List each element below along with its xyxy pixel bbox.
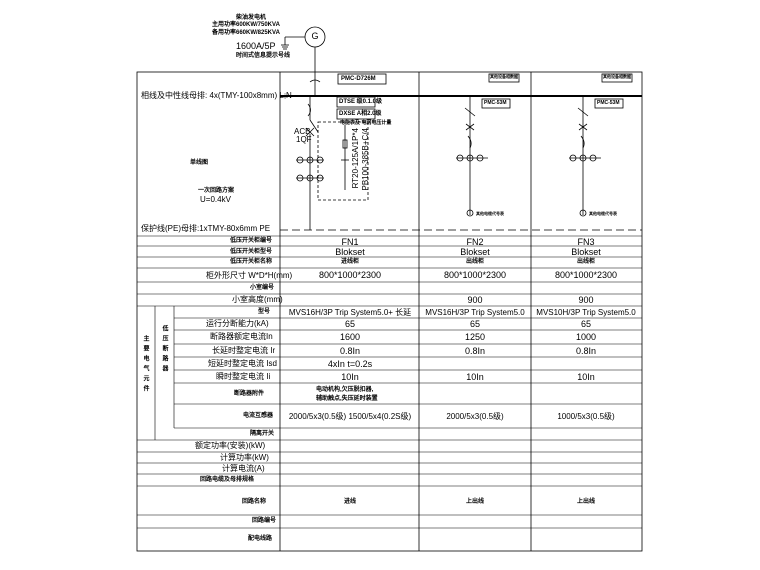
breaker-row-rated: 断路器额定电流In	[210, 332, 273, 341]
row-label-name: 低压开关柜名称	[230, 259, 273, 265]
pb-surge-label: PB100-385B+C/4	[361, 128, 370, 191]
fn3-cable-note: 其他电缆代号表	[589, 211, 617, 216]
fn3-ii: 10In	[577, 372, 595, 382]
circuit-no-label: 回路编号	[252, 518, 277, 524]
fn2-id: FN2	[466, 237, 484, 247]
lv-breaker-label: 低压断路器	[161, 325, 167, 375]
fn2-rated: 1250	[464, 332, 486, 342]
acb-label: ACB	[294, 127, 311, 136]
generator-standby-power: 备用功率660KW/825KVA	[212, 30, 280, 36]
fn3-ir: 0.8In	[575, 346, 597, 356]
fn2-size: 800*1000*2300	[443, 270, 507, 280]
fn2-cell-height: 900	[467, 295, 483, 305]
fn2-model: Blokset	[460, 247, 490, 257]
fn1-model: Blokset	[335, 247, 365, 257]
row-label-size: 柜外形尺寸 W*D*H(mm)	[206, 271, 293, 280]
breaker-row-ii: 瞬时整定电流 Ii	[216, 372, 271, 381]
scheme-label: 一次回路方案	[198, 188, 235, 194]
dt-note: 电能表及 电网电压计量	[340, 120, 392, 126]
row-label-id: 低压开关柜编号	[230, 238, 273, 244]
lower-row-calc-power: 计算功率(kW)	[220, 453, 269, 462]
generator-title: 柴油发电机	[236, 15, 267, 21]
fn2-ir: 0.8In	[464, 346, 486, 356]
fn1-size: 800*1000*2300	[318, 270, 382, 280]
accessory-value-2: 辅助触点,失压延时装置	[316, 396, 378, 402]
fn3-cell-height: 900	[578, 295, 594, 305]
pe-busbar-label: 保护线(PE)母排:1xTMY-80x6mm PE	[141, 224, 271, 233]
fn1-isd: 4xIn t=0.2s	[327, 359, 373, 369]
accessory-value-1: 电动机构,欠压脱扣器,	[316, 387, 374, 393]
fn1-capacity: 65	[344, 319, 356, 329]
fn3-name: 出线柜	[576, 259, 596, 265]
dt-label-2: DXSE A相2.0级	[339, 111, 382, 117]
accessory-label: 断路器附件	[234, 391, 265, 397]
busbar-label: 相线及中性线母排: 4x(TMY-100x8mm) L;N	[141, 91, 292, 100]
breaker-row-ir: 长延时整定电流 Ir	[212, 346, 276, 355]
fn1-name: 进线柜	[340, 259, 360, 265]
fn2-breaker-type: MVS16H/3P Trip System5.0	[425, 308, 525, 317]
fn2-tag: 其他设备相数据	[490, 74, 518, 79]
breaker-row-capacity: 运行分断能力(kA)	[206, 319, 269, 328]
generator-main-power: 主用功率600KW/750KVA	[212, 22, 280, 28]
row-label-cell-no: 小室编号	[250, 285, 275, 291]
fn3-tag: 其他设备相数据	[603, 74, 631, 79]
single-line-label: 单线图	[190, 160, 209, 166]
voltage-label: U=0.4kV	[200, 195, 231, 204]
fn1-ir: 0.8In	[339, 346, 361, 356]
breaker-row-type: 型号	[258, 309, 271, 315]
dt-label-1: DTSE 级0.1.0级	[339, 99, 383, 105]
isolator-label: 隔离开关	[250, 431, 275, 437]
fn3-ct: 1000/5x3(0.5级)	[557, 412, 615, 421]
rt-fuse-label: RT20-125A/1P*4	[351, 128, 360, 189]
pmc-tag: PMC-D726M	[341, 76, 376, 82]
lower-row-installed-power: 额定功率(安装)(kW)	[195, 441, 266, 450]
generator-breaker: 1600A/5P	[236, 41, 276, 51]
row-label-model: 低压开关柜型号	[230, 249, 273, 255]
generator-breaker-note: 时间式信息提示号线	[236, 53, 291, 59]
fn1-rated: 1600	[339, 332, 361, 342]
fn3-capacity: 65	[580, 319, 592, 329]
fn2-pmc: PMC-53M	[484, 100, 507, 106]
remark-label: 配电线路	[248, 536, 273, 542]
breaker-row-isd: 短延时整定电流 Isd	[208, 359, 277, 368]
fn2-ct: 2000/5x3(0.5级)	[446, 412, 504, 421]
fn1-id: FN1	[341, 237, 359, 247]
fn3-id: FN3	[577, 237, 595, 247]
fn1-circuit-name: 进线	[343, 499, 357, 505]
fn3-pmc: PMC-53M	[597, 100, 620, 106]
main-equipment-label: 主要电气元件	[142, 335, 148, 395]
fn1-ct: 2000/5x3(0.5级) 1500/5x4(0.2S级)	[288, 412, 412, 421]
fn1-ii: 10In	[341, 372, 359, 382]
fn3-breaker-type: MVS10H/3P Trip System5.0	[536, 308, 636, 317]
fn3-model: Blokset	[571, 247, 601, 257]
fn2-cable-note: 其他电缆代号表	[476, 211, 504, 216]
generator-symbol: G	[311, 31, 319, 41]
fn3-rated: 1000	[575, 332, 597, 342]
ct-label: 电流互感器	[243, 413, 274, 419]
lower-row-calc-current: 计算电流(A)	[222, 464, 265, 473]
row-label-cell-height: 小室高度(mm)	[232, 295, 283, 304]
lower-row-cable: 回路电缆及母排规格	[200, 477, 255, 483]
fn3-size: 800*1000*2300	[554, 270, 618, 280]
fn2-name: 出线柜	[465, 259, 485, 265]
qf-label: 1QF	[296, 135, 312, 144]
fn2-capacity: 65	[469, 319, 481, 329]
fn2-ii: 10In	[466, 372, 484, 382]
fn3-circuit-name: 上出线	[576, 499, 596, 505]
fn1-breaker-type: MVS16H/3P Trip System5.0+ 长延	[288, 308, 412, 317]
circuit-name-label: 回路名称	[242, 499, 267, 505]
fn2-circuit-name: 上出线	[465, 499, 485, 505]
